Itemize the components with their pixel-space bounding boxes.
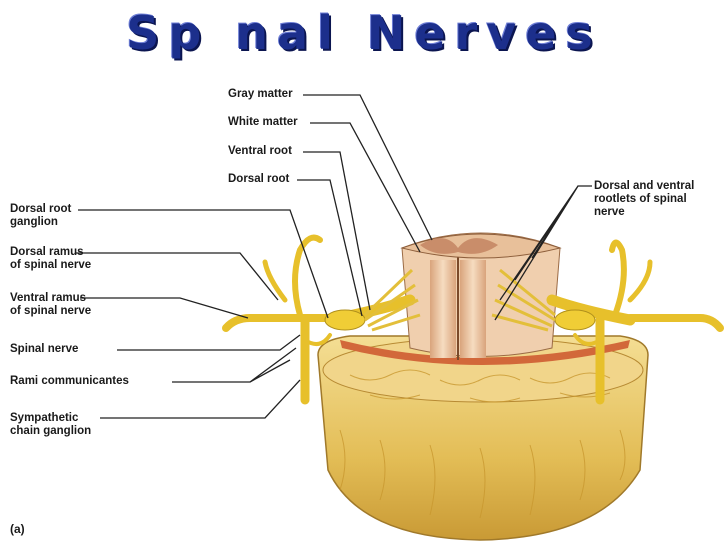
page-title: Sp nal Nerves xyxy=(126,6,602,60)
dorsal-root-ganglion-right xyxy=(554,309,596,331)
label-sympathetic-chain-ganglion: Sympathetic chain ganglion xyxy=(10,412,92,437)
nerves xyxy=(222,234,724,405)
label-ventral-ramus: Ventral ramus of spinal nerve xyxy=(10,292,92,317)
label-dorsal-root: Dorsal root xyxy=(228,173,290,185)
meninges xyxy=(340,340,630,365)
label-gray-matter: Gray matter xyxy=(228,88,293,100)
panel-label: (a) xyxy=(10,522,25,536)
label-white-matter: White matter xyxy=(228,116,298,128)
rootlets-right xyxy=(491,268,556,332)
label-dorsal-root-ganglion: Dorsal root ganglion xyxy=(10,203,72,228)
label-ventral-root: Ventral root xyxy=(228,145,292,157)
label-dorsal-ramus: Dorsal ramus of spinal nerve xyxy=(10,246,92,271)
label-rami-communicantes: Rami communicantes xyxy=(10,375,129,387)
trabecular-pattern xyxy=(339,369,626,519)
label-rootlets: Dorsal and ventral rootlets of spinal ne… xyxy=(594,180,695,218)
rootlets-left xyxy=(363,268,421,332)
cord-front-right xyxy=(460,260,486,358)
gray-matter-shape xyxy=(420,238,498,254)
label-spinal-nerve: Spinal nerve xyxy=(10,343,79,355)
cord-front-left xyxy=(430,260,456,358)
dorsal-root-ganglion-left xyxy=(324,309,366,331)
leader-lines xyxy=(75,94,592,419)
